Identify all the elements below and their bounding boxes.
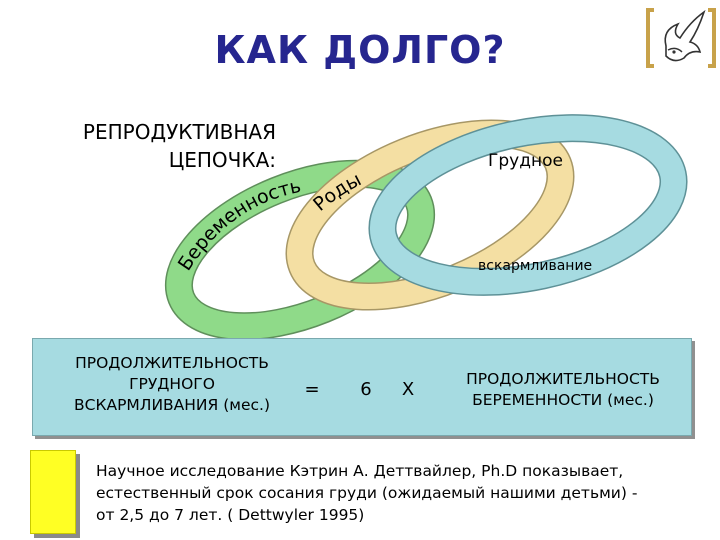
note-marker: [30, 450, 76, 534]
chain-title-line2: ЦЕПОЧКА:: [168, 148, 276, 172]
formula-left-line2: ГРУДНОГО: [129, 375, 215, 393]
formula-equals: =: [304, 379, 320, 400]
formula-times: X: [401, 379, 415, 400]
note-line1: Научное исследование Кэтрин А. Деттвайле…: [96, 462, 624, 480]
formula-left-line1: ПРОДОЛЖИТЕЛЬНОСТЬ: [75, 354, 269, 372]
formula-right-line2: БЕРЕМЕННОСТИ (мес.): [472, 391, 654, 409]
formula-right: ПРОДОЛЖИТЕЛЬНОСТЬ БЕРЕМЕННОСТИ (мес.): [443, 369, 683, 411]
chain-title-line1: РЕПРОДУКТИВНАЯ: [82, 120, 276, 144]
formula-box: ПРОДОЛЖИТЕЛЬНОСТЬ ГРУДНОГО ВСКАРМЛИВАНИЯ…: [32, 338, 692, 436]
ring-label-breastfeeding-bottom: вскармливание: [478, 258, 592, 274]
ring-pregnancy: [164, 159, 436, 340]
formula-right-line1: ПРОДОЛЖИТЕЛЬНОСТЬ: [466, 370, 660, 388]
ring-breastfeeding: [368, 114, 688, 296]
note-line3: от 2,5 до 7 лет. ( Dettwyler 1995): [96, 506, 365, 524]
research-note: Научное исследование Кэтрин А. Деттвайле…: [96, 460, 696, 526]
bird-icon: [664, 9, 706, 62]
logo: [646, 8, 716, 68]
reproductive-chain-diagram: Беременность Роды Грудное вскармливание: [164, 114, 688, 340]
ring-label-breastfeeding-top: Грудное: [488, 151, 563, 171]
page-title: КАК ДОЛГО?: [214, 28, 506, 72]
note-line2: естественный срок сосания груди (ожидаем…: [96, 484, 638, 502]
chain-title: РЕПРОДУКТИВНАЯ ЦЕПОЧКА:: [36, 118, 276, 174]
formula-left: ПРОДОЛЖИТЕЛЬНОСТЬ ГРУДНОГО ВСКАРМЛИВАНИЯ…: [41, 353, 303, 416]
formula-factor: 6: [360, 379, 372, 400]
formula-left-line3: ВСКАРМЛИВАНИЯ (мес.): [74, 396, 270, 414]
